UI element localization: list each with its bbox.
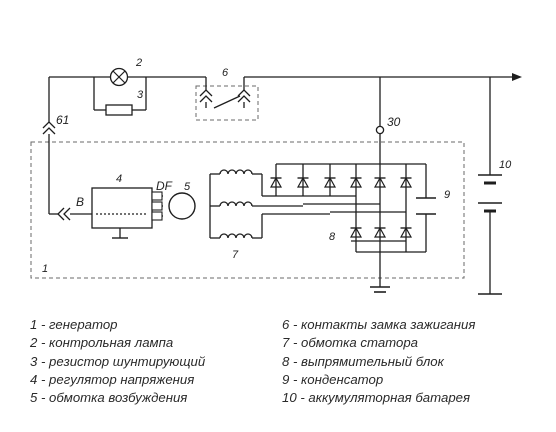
label-num-6: 6	[222, 67, 229, 79]
generator-outline	[30, 141, 465, 279]
control-lamp-icon	[109, 67, 129, 87]
stator-winding-icon	[219, 169, 253, 239]
battery-icon	[478, 174, 502, 213]
voltage-regulator	[91, 187, 153, 229]
label-num-5: 5	[184, 181, 191, 193]
legend-item-10: 10 - аккумуляторная батарея	[282, 390, 471, 406]
generator-ground-icon	[370, 286, 390, 293]
terminal-30-icon	[375, 125, 385, 135]
bus-arrow-icon	[512, 73, 522, 81]
shunt-resistor-icon	[105, 104, 133, 116]
wiring	[48, 76, 512, 294]
legend-item-9: 9 - конденсатор	[282, 371, 384, 387]
label-num-2: 2	[135, 57, 142, 69]
legend-item-6: 6 - контакты замка зажигания	[282, 317, 476, 332]
terminal-30-label: 30	[387, 115, 401, 129]
terminal-df-label: DF	[156, 179, 173, 193]
connector-61-icon	[42, 121, 56, 135]
legend-item-5: 5 - обмотка возбуждения	[30, 390, 188, 406]
legend-item-1: 1 - генератор	[30, 317, 118, 332]
connector-b-icon	[57, 207, 71, 221]
label-num-1: 1	[42, 263, 48, 275]
terminal-b-label: B	[76, 195, 84, 209]
label-num-4: 4	[116, 173, 122, 185]
field-terminals	[151, 191, 163, 221]
label-num-8: 8	[329, 231, 336, 243]
label-num-3: 3	[137, 89, 144, 101]
switch-contact-left-icon	[199, 89, 213, 103]
capacitor-icon	[416, 197, 436, 215]
legend-item-8: 8 - выпрямительный блок	[282, 353, 444, 369]
label-num-9: 9	[444, 189, 450, 201]
switch-contact-right-icon	[237, 89, 251, 103]
legend-item-4: 4 - регулятор напряжения	[30, 371, 195, 387]
ignition-contacts-outline	[195, 85, 259, 121]
legend-item-2: 2 - контрольная лампа	[30, 335, 174, 351]
legend-right-column: 6 - контакты замка зажигания 7 - обмотка…	[282, 316, 475, 407]
field-winding-icon	[168, 192, 196, 220]
legend-left-column: 1 - генератор 2 - контрольная лампа 3 - …	[30, 316, 205, 407]
label-num-10: 10	[499, 159, 512, 171]
rectifier-diodes	[269, 177, 413, 238]
legend-item-7: 7 - обмотка статора	[282, 335, 418, 351]
legend-item-3: 3 - резистор шунтирующий	[30, 353, 206, 369]
terminal-61-label: 61	[56, 113, 69, 127]
label-num-7: 7	[232, 249, 239, 261]
